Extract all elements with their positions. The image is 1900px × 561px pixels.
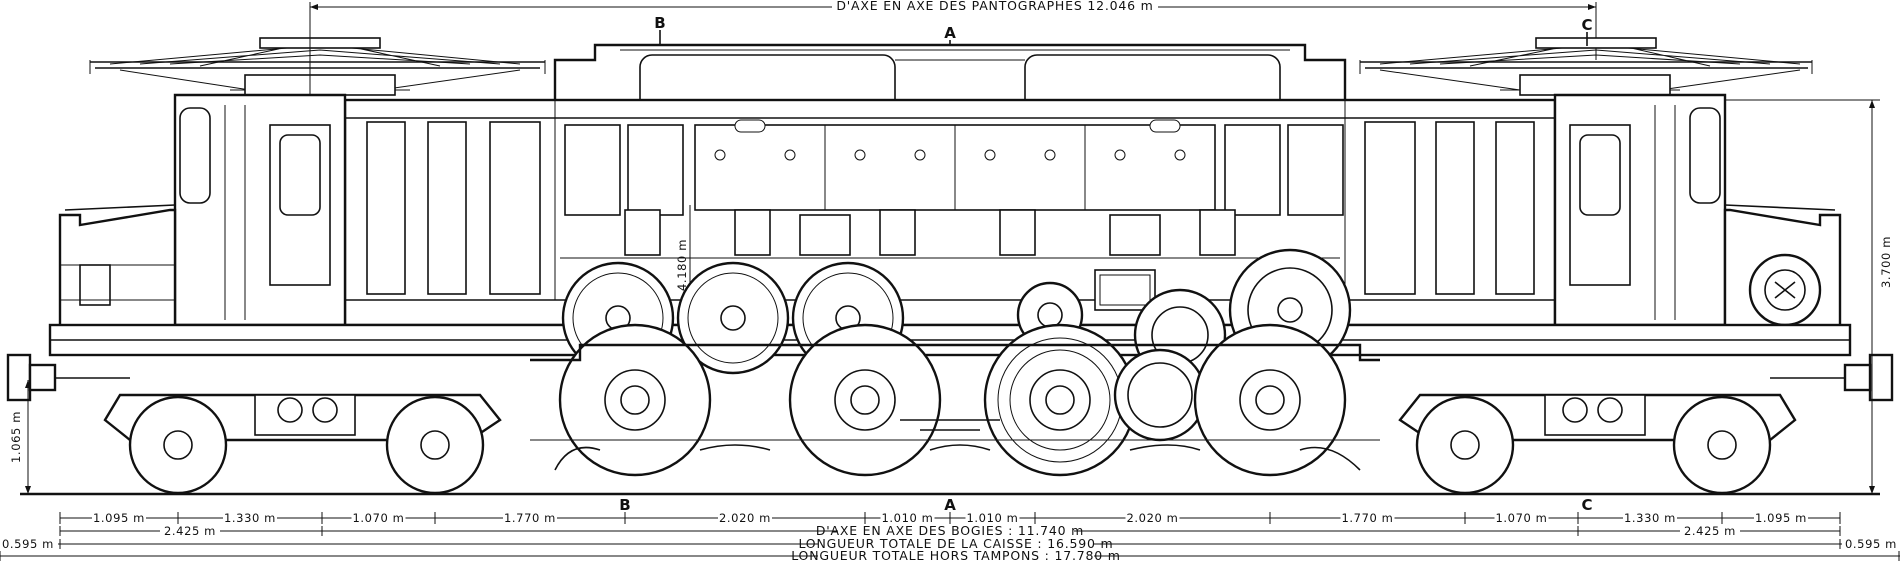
height-1065-dimension: 1.065 m — [9, 380, 31, 494]
dimension-row1-label: 1.010 m — [882, 511, 934, 525]
cab-left — [173, 93, 347, 327]
pantograph-axes-dimension: D'AXE EN AXE DES PANTOGRAPHES 12.046 m — [309, 0, 1597, 60]
pantograph-right — [1359, 37, 1813, 96]
dimension-row1-label: 1.330 m — [1624, 511, 1676, 525]
overhang-right-label: 0.595 m — [1845, 537, 1897, 551]
bogie-axes-label: D'AXE EN AXE DES BOGIES : 11.740 m — [816, 523, 1084, 538]
bottom-dimension-chain-4: LONGUEUR TOTALE HORS TAMPONS : 17.780 m — [0, 548, 1900, 561]
bogie-left — [103, 393, 502, 495]
main-body: 4.180 m — [343, 98, 1557, 340]
pantograph-left — [89, 30, 546, 100]
height-4180-label: 4.180 m — [675, 239, 689, 291]
section-mark-a-top: A — [944, 24, 956, 42]
underframe — [6, 323, 1894, 402]
bottom-dimension-chain-3: 0.595 m 0.595 m LONGUEUR TOTALE DE LA CA… — [0, 536, 1900, 551]
height-1065-label: 1.065 m — [9, 411, 23, 463]
dimension-row1-label: 1.010 m — [967, 511, 1019, 525]
pantograph-axes-label: D'AXE EN AXE DES PANTOGRAPHES 12.046 m — [836, 0, 1153, 13]
height-3700-dimension: 3.700 m — [1725, 99, 1893, 494]
grille-panels — [366, 121, 1535, 295]
dimension-row1-label: 2.020 m — [719, 511, 771, 525]
bottom-dimension-chain-2: 2.425 m 2.425 m D'AXE EN AXE DES BOGIES … — [59, 523, 1841, 538]
nose-right — [1723, 204, 1842, 332]
nose-left — [58, 204, 177, 332]
dimension-row1-label: 1.770 m — [504, 511, 556, 525]
dimension-row1-label: 1.070 m — [353, 511, 405, 525]
drive-wheels — [530, 323, 1380, 477]
dimension-row1-label: 1.070 m — [1496, 511, 1548, 525]
bottom-dimension-chain-1: 1.095 m 1.330 m 1.070 m 1.770 m 2.020 m 1.010… — [59, 496, 1841, 525]
dimension-row1-label: 2.020 m — [1127, 511, 1179, 525]
row2-left-label: 2.425 m — [164, 524, 216, 538]
dimension-row1-label: 1.095 m — [93, 511, 145, 525]
section-mark-b-bottom: B — [619, 496, 630, 514]
length-over-buffers-label: LONGUEUR TOTALE HORS TAMPONS : 17.780 m — [791, 548, 1121, 561]
cab-right — [1553, 93, 1727, 327]
dimension-row1-label: 1.095 m — [1755, 511, 1807, 525]
overhang-left-label: 0.595 m — [2, 537, 54, 551]
section-mark-c-top: C — [1581, 16, 1592, 34]
dimension-row1-label: 1.770 m — [1342, 511, 1394, 525]
central-panels — [560, 119, 1340, 259]
section-marks-top: B A C — [654, 14, 1593, 54]
section-mark-b-top: B — [654, 14, 665, 32]
row2-right-label: 2.425 m — [1684, 524, 1736, 538]
section-mark-a-bottom: A — [944, 496, 956, 514]
dimension-row1-label: 1.330 m — [224, 511, 276, 525]
section-mark-c-bottom: C — [1581, 496, 1592, 514]
height-3700-label: 3.700 m — [1879, 236, 1893, 288]
bogie-right — [1398, 393, 1797, 495]
body-length-label: LONGUEUR TOTALE DE LA CAISSE : 16.590 m — [798, 536, 1113, 551]
